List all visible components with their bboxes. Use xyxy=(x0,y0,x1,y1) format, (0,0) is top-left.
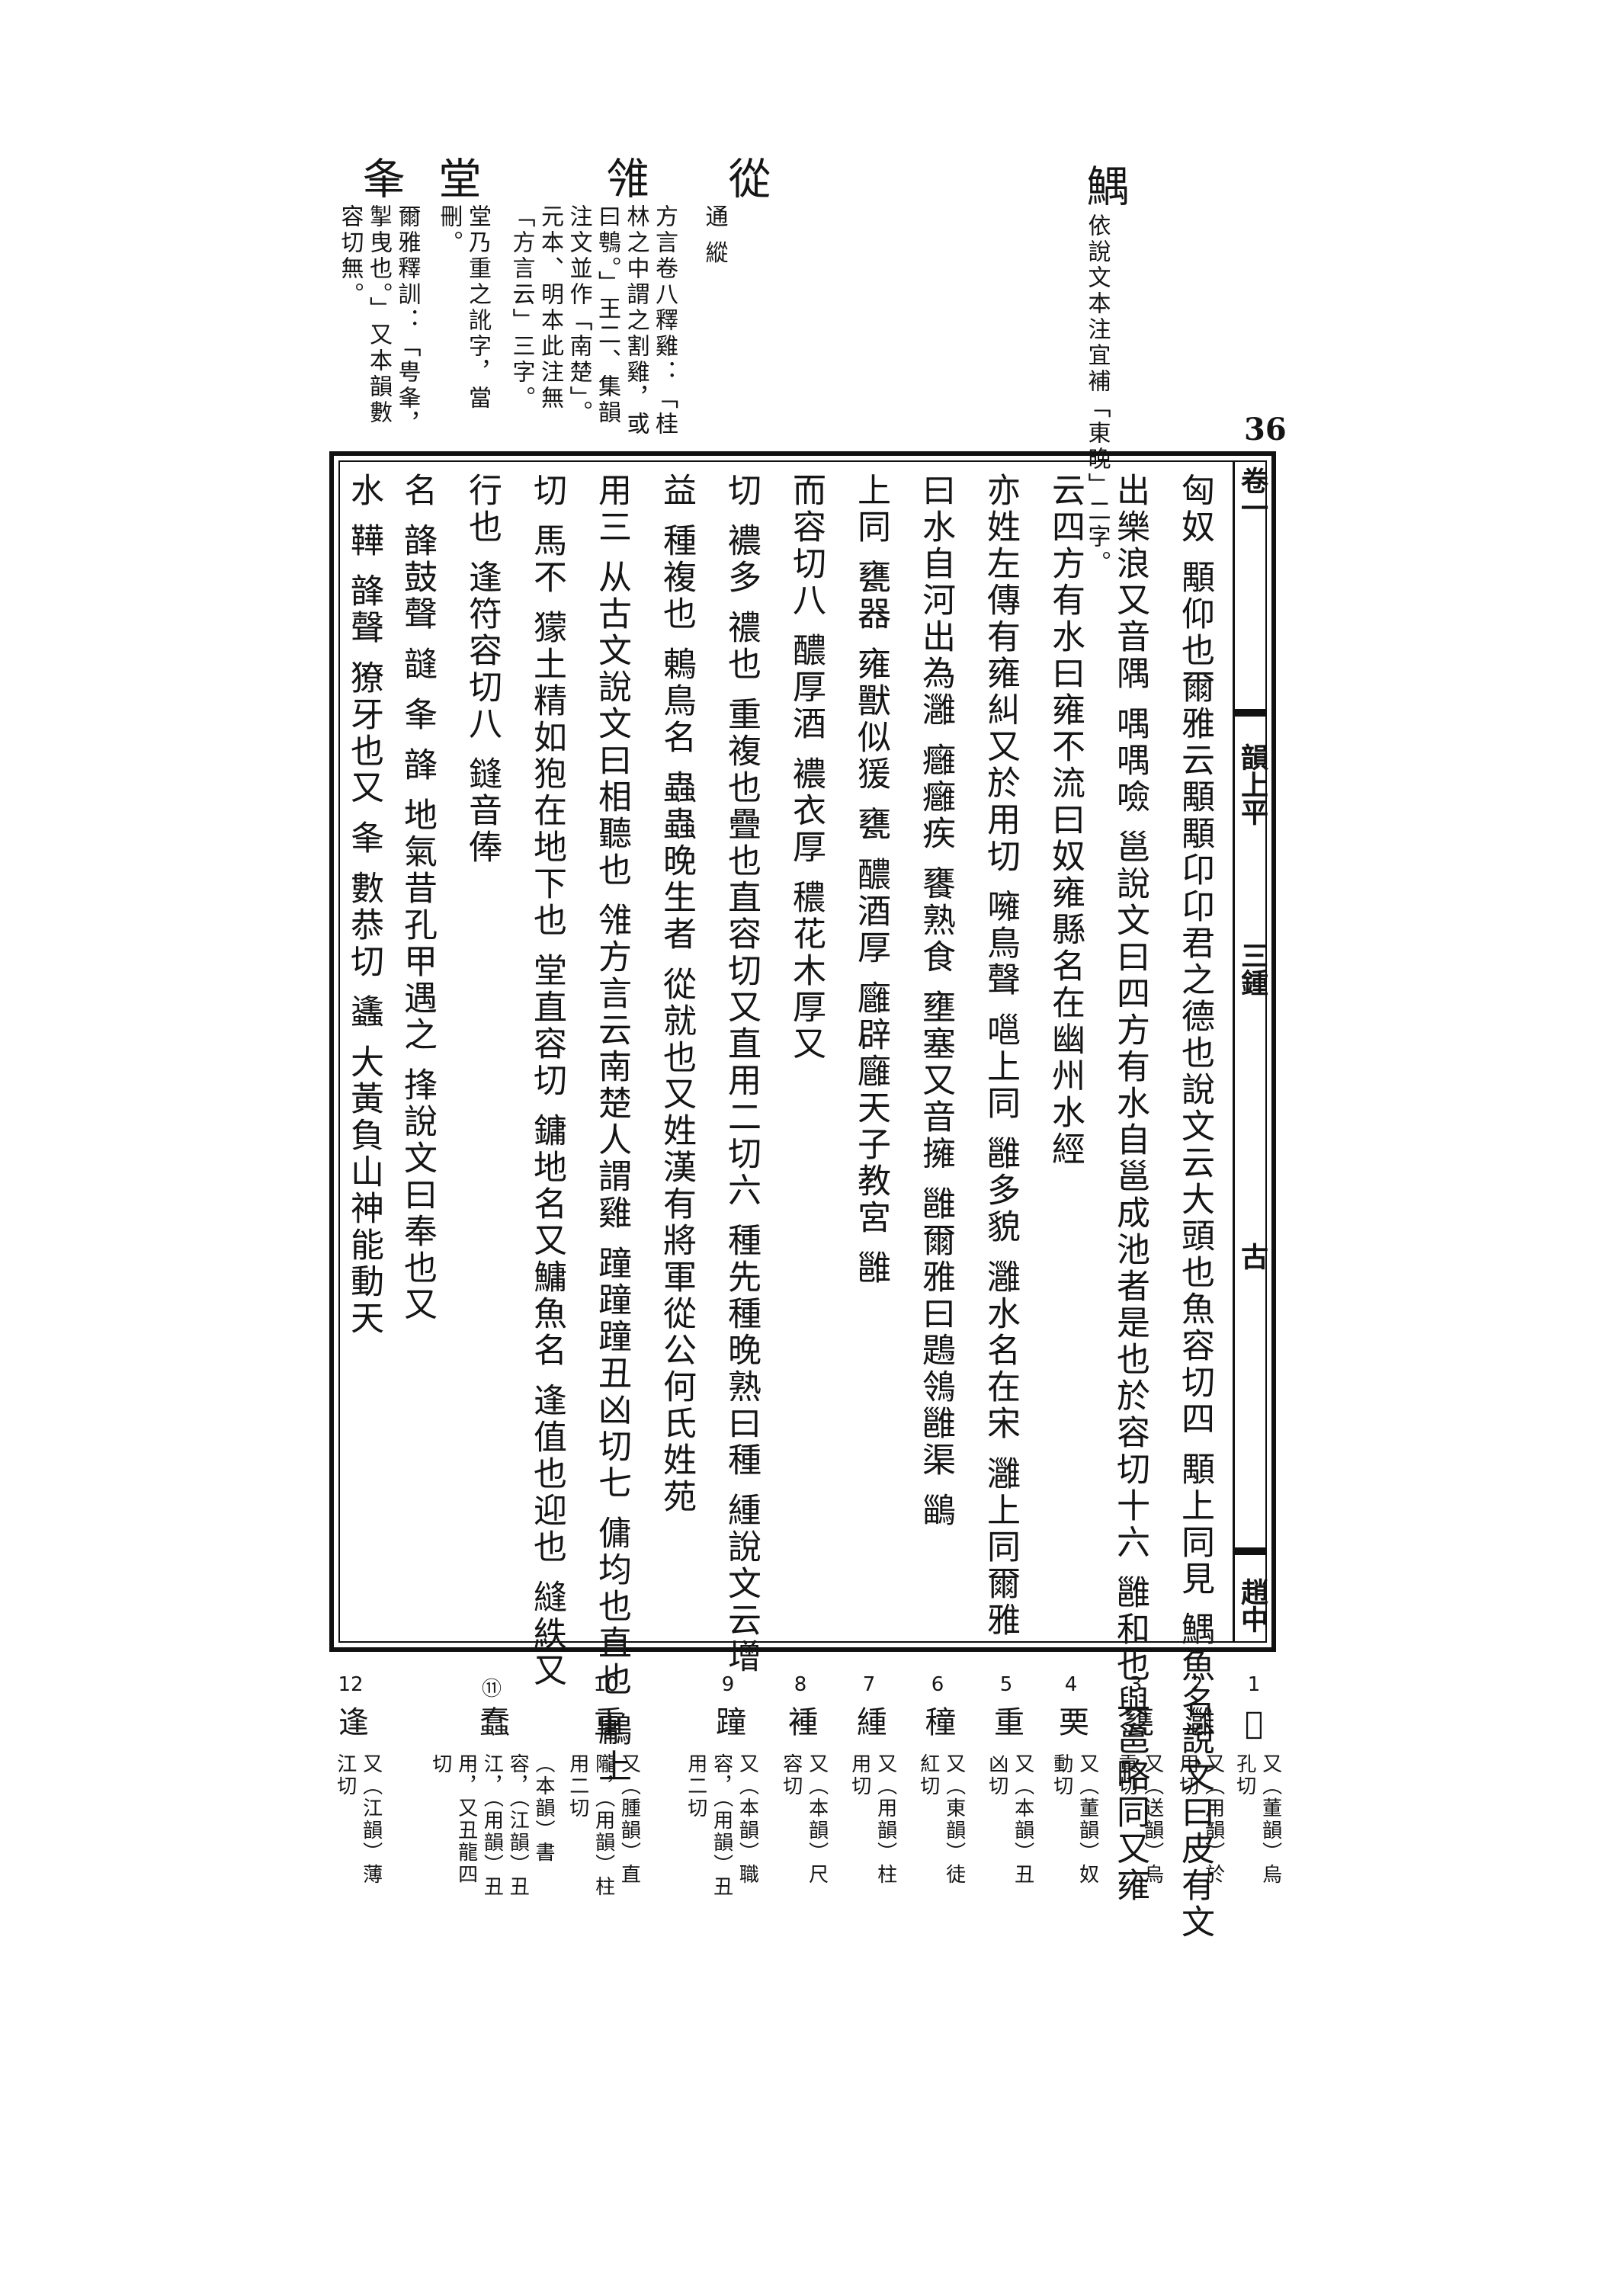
main-column-14: 水 鞾 韸聲 獠牙也又 夆 數恭切 蠭 大黃負山神能動天 xyxy=(345,473,383,1337)
collation-head: 重 xyxy=(989,1706,1024,1736)
top-right-note-head: 鰅 xyxy=(1079,164,1129,229)
collation-head: 䙲 xyxy=(1053,1706,1089,1736)
collation-head: 穜 xyxy=(920,1706,955,1736)
collation-note: 又（用韻）於用切 xyxy=(1175,1753,1225,1886)
collation-num: 5 xyxy=(999,1673,1013,1696)
collation-note: 又（腫韻）直隴，（用韻）柱用二切 xyxy=(566,1753,641,1898)
collation-head: 褈 xyxy=(783,1706,818,1736)
band-rhyme: 三鍾 xyxy=(1236,941,1268,996)
collation-num: 3 xyxy=(1129,1673,1143,1696)
main-column-12: 行也 逢符容切八 鏠音俸 xyxy=(463,473,502,866)
collation-num: 10 xyxy=(593,1673,619,1696)
band-rule-upper xyxy=(1234,709,1266,717)
main-text-frame-inner xyxy=(338,460,1267,1643)
main-column-2: 出樂浪又音隅 喁喁噞 邕說文曰四方有水自邕成池者是也於容切十六 雝和也與邕略同又… xyxy=(1111,473,1149,1904)
band-page-code: 古 xyxy=(1236,1243,1268,1270)
collation-num: 8 xyxy=(794,1673,807,1696)
collation-head: 𩭛 xyxy=(1236,1706,1271,1741)
band-section: 韻上平 xyxy=(1236,743,1268,826)
top-note-head-3: 堂 xyxy=(431,156,481,222)
margin-band xyxy=(1233,460,1267,1643)
main-text-frame xyxy=(329,451,1276,1652)
collation-note: 又（送韻）烏貢切 xyxy=(1114,1753,1164,1886)
collation-note: 又（東韻）徒紅切 xyxy=(916,1753,966,1886)
main-column-9: 益 種複也 鶇鳥名 蟲蟲晚生者 從就也又姓漢有將軍從公何氏姓苑 xyxy=(657,473,696,1515)
top-right-note-text: 依說文本注宜補「東晚」二字。 xyxy=(1083,213,1111,576)
collation-head: 重 xyxy=(588,1706,624,1736)
collation-num: 9 xyxy=(721,1673,735,1696)
collation-note: 又（董韻）奴動切 xyxy=(1050,1753,1099,1886)
collation-note: 又（本韻）職容，（用韻）丑用二切 xyxy=(684,1753,759,1898)
band-rule-lower xyxy=(1234,1547,1266,1555)
collation-note: 又（本韻）丑凶切 xyxy=(985,1753,1034,1886)
collation-note: 又（用韻）柱用切 xyxy=(848,1753,897,1886)
main-column-4: 亦姓左傳有雍糾又於用切 噰鳥聲 嗈上同 雝多貌 灉水名在宋 灉上同爾雅 xyxy=(981,473,1020,1639)
collation-note: 又（董韻）烏孔切 xyxy=(1233,1753,1282,1886)
main-column-5: 曰水自河出為灉 癰癰疾 饔熟食 壅塞又音擁 雝爾雅曰鶗鴒雝渠 鶅 xyxy=(916,473,955,1529)
collation-head: 緟 xyxy=(851,1706,887,1736)
main-column-10: 用三 从古文說文曰相聽也 雂方言云南楚人謂雞 蹱蹱蹱丑凶切七 傭均也直也 鷛上 xyxy=(592,473,631,1785)
collation-note: （本韻）書容，（江韻）丑江，（用韻）丑用，又丑龍四切 xyxy=(428,1753,555,1898)
band-bottom-label: 趙中 xyxy=(1236,1578,1268,1633)
collation-note: 又（江韻）薄江切 xyxy=(333,1753,383,1886)
top-note-text-2: 方言卷八釋雞：「桂林之中謂之割雞，或曰䳙。」王二、集韻注文並作「南楚」。元本、明… xyxy=(508,204,678,438)
main-column-7: 而容切八 醲厚酒 襛衣厚 穠花木厚又 xyxy=(787,473,826,1063)
top-note-head-2: 雂 xyxy=(599,156,649,222)
main-column-13: 名 韸鼓聲 韼 夆 韸 地氣昔孔甲遇之 捀說文曰奉也又 xyxy=(398,473,437,1323)
band-volume: 卷一 xyxy=(1236,467,1268,521)
top-note-text-4: 爾雅釋訓：「甹夆，掣曳也。」又本韻數容切無。 xyxy=(336,204,421,438)
collation-num: 12 xyxy=(338,1673,364,1696)
collation-num: 2 xyxy=(1190,1673,1204,1696)
top-note-text-3: 堂乃重之訛字，當刪。 xyxy=(435,204,492,412)
page-number: 36 xyxy=(1244,412,1287,447)
main-column-6: 上同 甕器 雍獸似猨 甕 醲酒厚 廱辟廱天子教宮 雝 xyxy=(851,473,890,1287)
collation-head: 甕 xyxy=(1118,1706,1153,1736)
main-column-8: 切 襛多 禯也 重複也疊也直容切又直用二切六 種先種晚熟曰種 緟說文云增 xyxy=(722,473,761,1676)
top-note-head-1: 從 xyxy=(721,156,771,222)
top-note-text-1: 通 縱 xyxy=(701,204,728,267)
main-column-3: 云四方有水曰雍不流曰奴雍縣名在幽州水經 xyxy=(1046,473,1085,1168)
main-column-1: 匈奴 顒仰也爾雅云顒顒卬卬君之德也說文云大頭也魚容切四 顒上同見 鰅魚名說文曰皮… xyxy=(1175,473,1214,1941)
collation-head: 逢 xyxy=(333,1706,368,1736)
top-note-head-4: 夆 xyxy=(355,156,405,222)
collation-num: 6 xyxy=(931,1673,944,1696)
collation-num: ⑪ xyxy=(481,1678,502,1701)
collation-num: 7 xyxy=(862,1673,876,1696)
collation-head: 蠢 xyxy=(474,1706,509,1736)
collation-num: 1 xyxy=(1247,1673,1261,1696)
collation-head: 灉 xyxy=(1179,1706,1214,1736)
main-column-11: 切 馬不 獴土精如狍在地下也 堂直容切 鏞地名又鱅魚名 逢值也迎也 縫紩又 xyxy=(527,473,566,1689)
collation-head: 蹱 xyxy=(710,1706,745,1736)
collation-note: 又（本韻）尺容切 xyxy=(779,1753,829,1886)
collation-num: 4 xyxy=(1064,1673,1078,1696)
